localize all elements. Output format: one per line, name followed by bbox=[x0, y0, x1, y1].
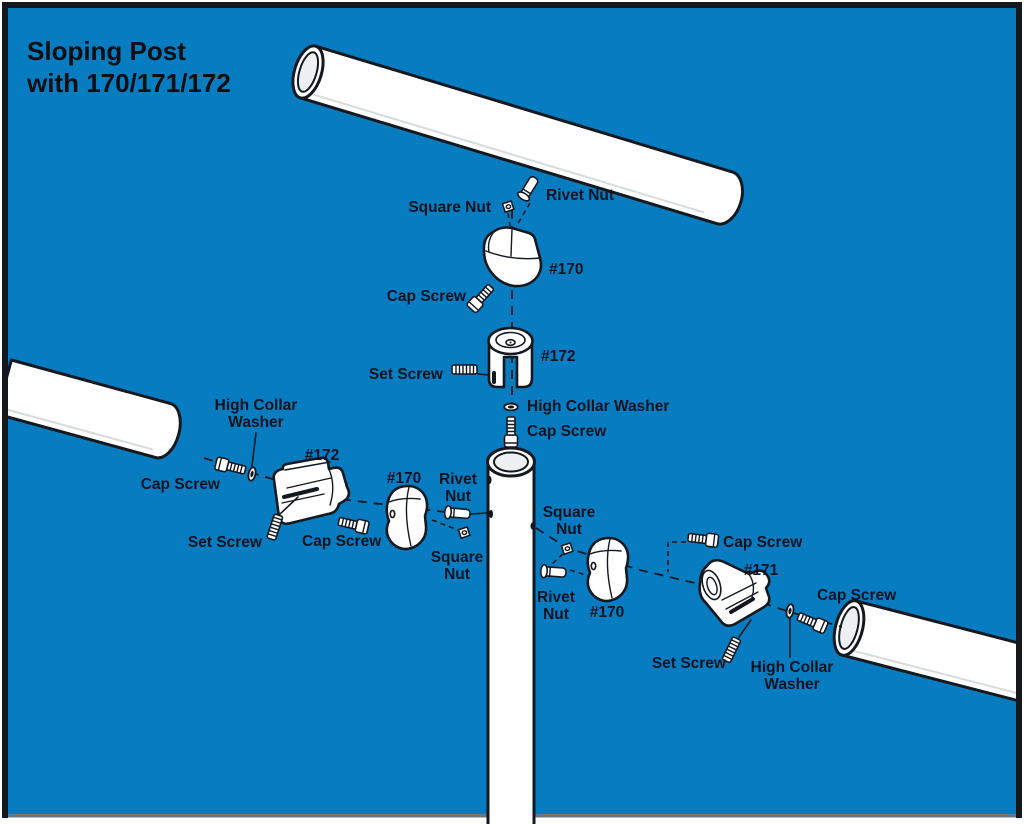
high-collar-washer-icon-top bbox=[503, 402, 519, 412]
label-rivet-nut-right-1: Rivet bbox=[537, 589, 575, 606]
label-square-nut-left-1: Square bbox=[431, 549, 484, 566]
fitting-170-right bbox=[586, 536, 630, 603]
rivet-nut-leader-left bbox=[470, 512, 488, 515]
label-172-top: #172 bbox=[541, 348, 575, 365]
right-rivet-dashed-line bbox=[569, 569, 590, 577]
label-high-collar-left-2: Washer bbox=[228, 414, 283, 431]
right-capscrew-dashed-elbow bbox=[667, 541, 686, 572]
label-cap-screw-top-upper: Cap Screw bbox=[387, 288, 467, 305]
label-170-top: #170 bbox=[549, 261, 583, 278]
cap-screw-icon-top-lower bbox=[503, 416, 519, 448]
label-set-screw-left: Set Screw bbox=[188, 534, 263, 551]
label-rivet-nut-left-1: Rivet bbox=[439, 471, 477, 488]
label-high-collar-washer-top: High Collar Washer bbox=[527, 398, 669, 415]
washer-leader-left bbox=[251, 432, 257, 467]
right-squarenut-dashed-line bbox=[551, 553, 564, 565]
label-rivet-nut-left-2: Nut bbox=[445, 488, 471, 505]
label-cap-screw-top-lower: Cap Screw bbox=[527, 423, 607, 440]
label-170-right: #170 bbox=[590, 604, 624, 621]
diagram-title-line2: with 170/171/172 bbox=[26, 68, 231, 98]
label-cap-screw-left-inner: Cap Screw bbox=[302, 533, 382, 550]
top-rail-tube bbox=[291, 44, 744, 226]
label-172-left: #172 bbox=[305, 447, 339, 464]
label-square-nut-right-2: Nut bbox=[556, 521, 582, 538]
label-171-right: #171 bbox=[744, 562, 779, 579]
left-squarenut-dashed-line bbox=[431, 519, 459, 531]
set-screw-leader-left bbox=[278, 496, 299, 516]
label-170-left: #170 bbox=[387, 470, 421, 487]
top-rivet-dashed-line bbox=[516, 202, 531, 226]
label-cap-screw-right-outer: Cap Screw bbox=[817, 587, 897, 604]
fitting-172-top bbox=[487, 326, 534, 389]
label-square-nut-left-2: Nut bbox=[444, 566, 470, 583]
fitting-170-top bbox=[482, 226, 543, 288]
label-high-collar-right-1: High Collar bbox=[751, 659, 834, 676]
diagram-title-line1: Sloping Post bbox=[27, 36, 186, 66]
set-screw-icon-top bbox=[451, 364, 478, 375]
fitting-171-right bbox=[698, 558, 771, 628]
label-high-collar-right-2: Washer bbox=[764, 676, 819, 693]
label-square-nut-right-1: Square bbox=[543, 504, 596, 521]
label-cap-screw-right-inner: Cap Screw bbox=[723, 534, 803, 551]
vertical-post bbox=[486, 446, 536, 824]
labels: Square Nut Rivet Nut #170 Cap Screw #172… bbox=[141, 187, 897, 693]
label-rivet-nut-right-2: Nut bbox=[543, 606, 569, 623]
fitting-170-left bbox=[385, 484, 429, 551]
label-high-collar-left-1: High Collar bbox=[215, 397, 298, 414]
left-rail-tube bbox=[7, 358, 182, 460]
label-set-screw-right: Set Screw bbox=[652, 655, 727, 672]
label-square-nut-top: Square Nut bbox=[408, 199, 491, 216]
top-squarenut-dashed-line bbox=[507, 212, 511, 227]
label-set-screw-top: Set Screw bbox=[369, 366, 444, 383]
label-cap-screw-left-outer: Cap Screw bbox=[141, 476, 221, 493]
set-screw-leader-right bbox=[738, 619, 752, 638]
label-rivet-nut-top: Rivet Nut bbox=[546, 187, 614, 204]
set-screw-leader-top bbox=[477, 373, 490, 376]
